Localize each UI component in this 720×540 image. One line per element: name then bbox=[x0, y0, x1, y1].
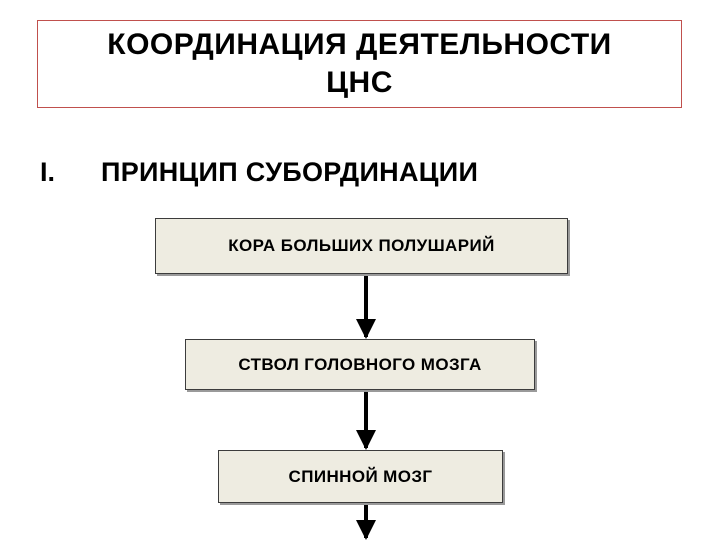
section-title: ПРИНЦИП СУБОРДИНАЦИИ bbox=[101, 157, 479, 187]
node-cerebral-cortex: КОРА БОЛЬШИХ ПОЛУШАРИЙ bbox=[155, 218, 568, 274]
node-label: СТВОЛ ГОЛОВНОГО МОЗГА bbox=[238, 354, 482, 374]
section-number: I. bbox=[40, 157, 56, 187]
node-label: КОРА БОЛЬШИХ ПОЛУШАРИЙ bbox=[228, 236, 495, 255]
title-line-1: КООРДИНАЦИЯ ДЕЯТЕЛЬНОСТИ bbox=[107, 28, 612, 61]
title-box: КООРДИНАЦИЯ ДЕЯТЕЛЬНОСТИ ЦНС bbox=[37, 20, 682, 108]
node-spinal-cord: СПИННОЙ МОЗГ bbox=[218, 450, 503, 503]
node-label: СПИННОЙ МОЗГ bbox=[288, 466, 433, 486]
title-line-2: ЦНС bbox=[326, 66, 393, 99]
node-brainstem: СТВОЛ ГОЛОВНОГО МОЗГА bbox=[185, 339, 535, 390]
